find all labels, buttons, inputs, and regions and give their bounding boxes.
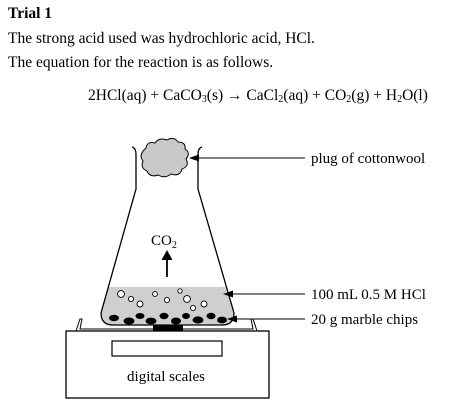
marble-chip bbox=[159, 312, 169, 320]
chips-pointer-head bbox=[227, 315, 237, 323]
scale-plate-pad bbox=[153, 325, 183, 331]
equation-hcl: 2HCl(aq) bbox=[88, 87, 147, 104]
bubble bbox=[183, 295, 191, 303]
equation-co2: CO2(g) bbox=[324, 87, 370, 105]
marble-chips bbox=[109, 312, 227, 325]
marble-chip bbox=[206, 312, 216, 320]
acid-description-text: The strong acid used was hydrochloric ac… bbox=[8, 30, 315, 47]
bubble bbox=[163, 296, 171, 304]
bubble bbox=[152, 291, 158, 297]
marble-chip bbox=[135, 313, 145, 319]
acid-pointer-head bbox=[223, 290, 233, 298]
label-scales: digital scales bbox=[127, 369, 205, 385]
trial-heading: Trial 1 bbox=[8, 5, 53, 22]
label-chips: 20 g marble chips bbox=[311, 312, 418, 328]
marble-chip bbox=[109, 314, 119, 322]
equation-intro-text: The equation for the reaction is as foll… bbox=[8, 54, 274, 71]
marble-chip bbox=[182, 313, 190, 319]
cottonwool-plug bbox=[140, 137, 189, 178]
gas-bubbles bbox=[117, 288, 208, 312]
equation-arrow: → bbox=[227, 87, 243, 104]
bubble bbox=[136, 300, 144, 308]
bubble bbox=[177, 288, 183, 294]
bubble bbox=[117, 290, 125, 298]
bubble bbox=[127, 295, 135, 303]
co2-rising-arrow-head bbox=[161, 250, 173, 260]
equation-h2o: H2O(l) bbox=[385, 87, 428, 105]
marble-chip bbox=[171, 317, 181, 325]
marble-chip bbox=[192, 316, 204, 324]
bubble bbox=[189, 304, 197, 312]
equation-caco3: CaCO3(s) bbox=[163, 87, 224, 105]
marble-chip bbox=[217, 316, 227, 324]
equation-plus-3: + bbox=[373, 87, 382, 104]
marble-chip bbox=[123, 317, 135, 325]
scale-plate bbox=[75, 318, 258, 332]
plug-pointer-head bbox=[189, 154, 199, 162]
label-acid: 100 mL 0.5 M HCl bbox=[311, 287, 426, 303]
marble-chip bbox=[145, 317, 157, 325]
equation-cacl2: CaCl2(aq) bbox=[246, 87, 309, 105]
co2-gas-label: CO2 bbox=[151, 233, 177, 251]
label-plug: plug of cottonwool bbox=[311, 151, 425, 167]
bubble bbox=[200, 300, 208, 308]
scale-display bbox=[111, 340, 223, 357]
equation-plus-2: + bbox=[312, 87, 321, 104]
equation-plus-1: + bbox=[150, 87, 160, 104]
reaction-equation: 2HCl(aq) + CaCO3(s) → CaCl2(aq) + CO2(g)… bbox=[88, 86, 428, 106]
